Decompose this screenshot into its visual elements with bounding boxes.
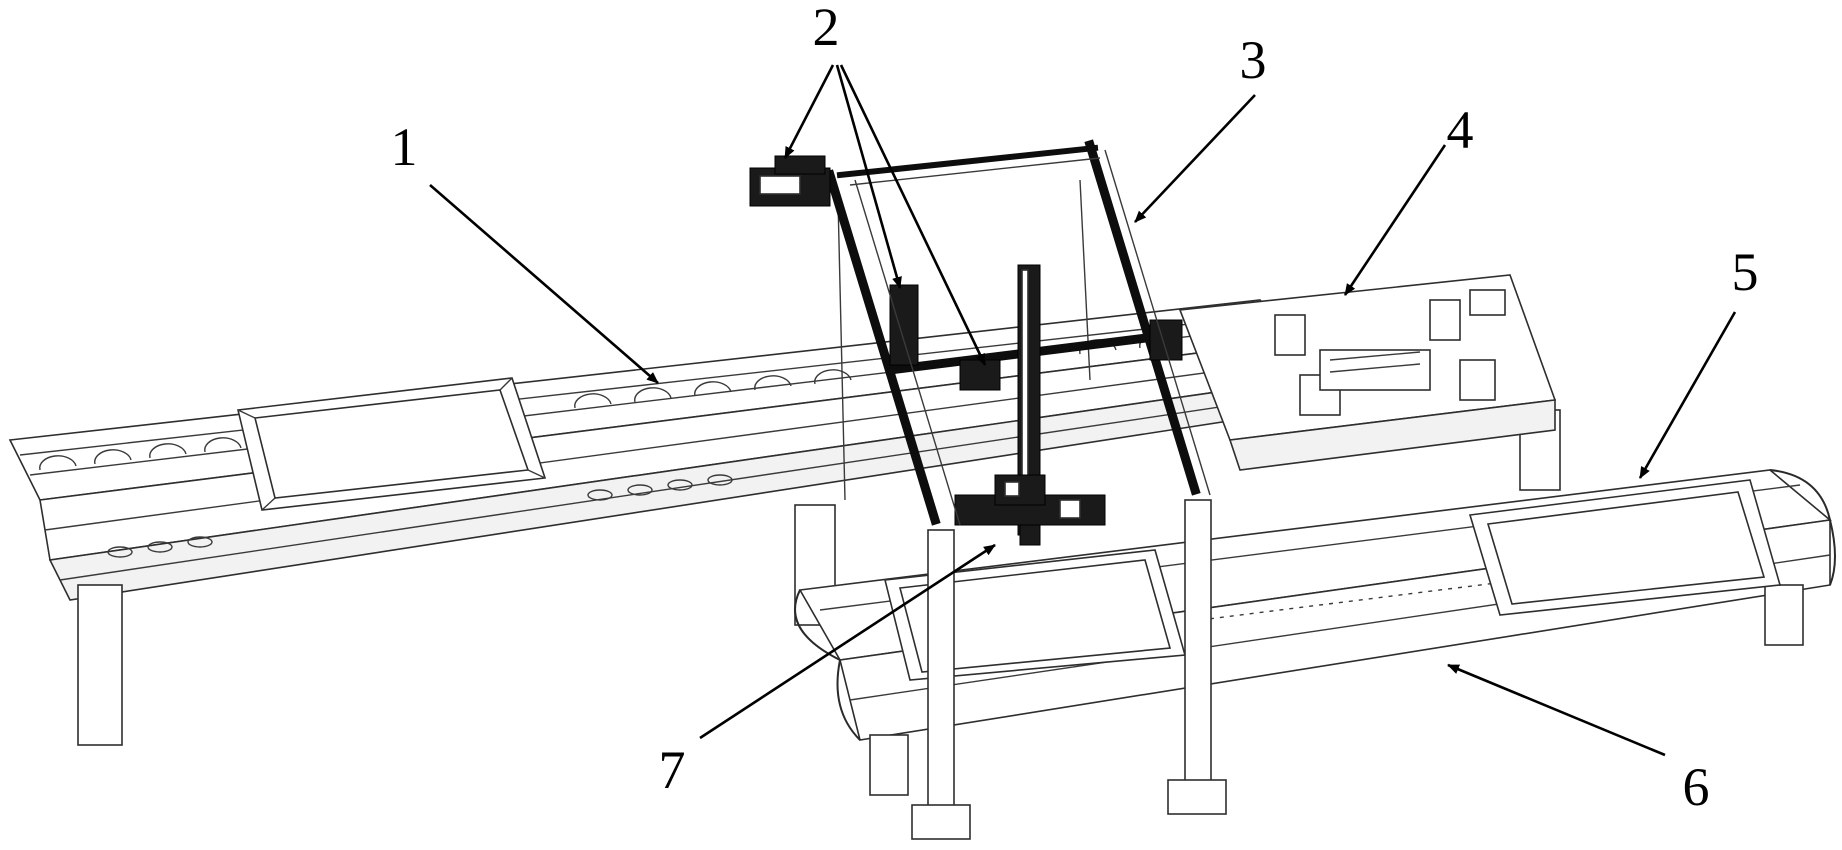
tray-center [884,549,1187,681]
fixture-blocks [1274,289,1506,416]
leader-lines [429,64,1737,757]
callout-3: 3 [1240,30,1267,90]
servo-motor [749,155,831,207]
callout-2: 2 [813,0,840,57]
right-workstation [1178,274,1557,471]
lower-rollers [107,474,733,558]
tray-left [237,377,547,511]
gantry-frame [749,139,1227,840]
tray-right [1468,479,1782,616]
callout-6: 6 [1683,757,1710,817]
callout-labels: 1 2 3 4 5 6 7 [391,0,1759,817]
gripper [954,474,1106,546]
belt-conveyor [794,469,1836,796]
callout-7: 7 [659,740,686,800]
callout-5: 5 [1732,242,1759,302]
gantry-legs [837,179,1227,840]
callout-4: 4 [1447,100,1474,160]
callout-1: 1 [391,117,418,177]
